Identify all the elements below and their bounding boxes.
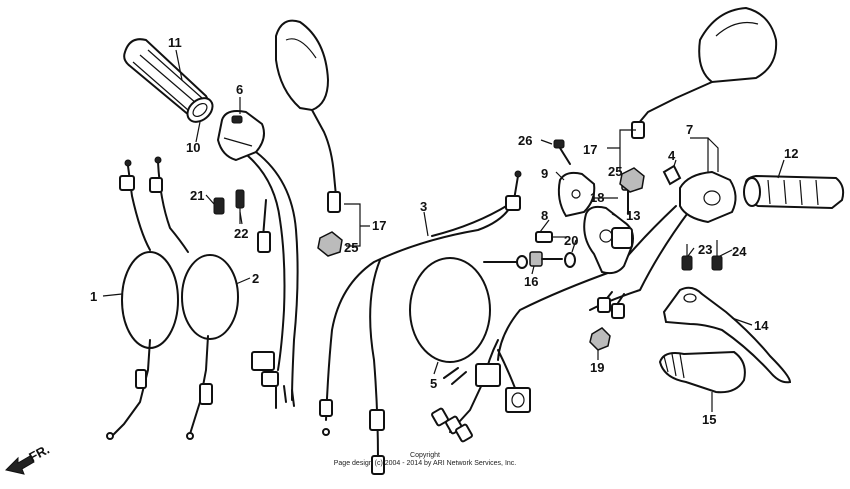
callout-8: 8	[541, 208, 548, 223]
callout-26: 26	[518, 133, 532, 148]
screw-21[interactable]	[213, 197, 225, 215]
callout-23: 23	[698, 242, 712, 257]
brake-lever[interactable]	[662, 286, 792, 384]
front-arrow-icon	[5, 455, 35, 475]
left-mirror[interactable]	[275, 19, 341, 213]
right-switch-housing[interactable]	[662, 164, 737, 224]
callout-15: 15	[702, 412, 716, 427]
brake-switch-wire	[369, 255, 528, 475]
callout-11: 11	[168, 35, 182, 50]
front-direction-indicator: FR.	[5, 442, 52, 475]
throttle-return-cable	[149, 156, 239, 440]
lever-cover[interactable]	[658, 350, 746, 394]
nut-25-left[interactable]	[317, 231, 343, 257]
callout-17-left: 17	[372, 218, 386, 233]
callout-17-right: 17	[583, 142, 597, 157]
callout-5: 5	[430, 376, 437, 391]
callout-19: 19	[590, 360, 604, 375]
callout-14: 14	[754, 318, 769, 333]
callout-9: 9	[541, 166, 548, 181]
callout-10: 10	[186, 140, 200, 155]
screw-24[interactable]	[711, 240, 723, 271]
left-switch-wiring	[247, 151, 299, 409]
callout-21: 21	[190, 188, 204, 203]
lever-bracket[interactable]	[583, 205, 634, 275]
nut-19[interactable]	[589, 327, 611, 351]
right-grip[interactable]	[743, 174, 845, 210]
copyright-text: Page design (c) 2004 - 2014 by ARI Netwo…	[333, 460, 517, 467]
callout-13: 13	[626, 208, 640, 223]
copyright-title: Copyright	[410, 452, 440, 459]
callout-4: 4	[668, 148, 676, 163]
bolt-16[interactable]	[529, 251, 563, 267]
callout-6: 6	[236, 82, 243, 97]
callout-7: 7	[686, 122, 693, 137]
clutch-cable	[319, 170, 522, 436]
left-grip[interactable]	[123, 38, 217, 126]
callout-3: 3	[420, 199, 427, 214]
callout-2: 2	[252, 271, 259, 286]
callout-22: 22	[234, 226, 248, 241]
left-switch-housing[interactable]	[216, 110, 265, 162]
right-mirror[interactable]	[631, 6, 778, 139]
callout-24: 24	[732, 244, 747, 259]
bolt-26[interactable]	[553, 139, 571, 165]
screw-23[interactable]	[681, 244, 693, 271]
right-switch-wiring	[431, 205, 691, 443]
callout-18: 18	[590, 190, 604, 205]
nut-25-right[interactable]	[619, 167, 645, 193]
callout-12: 12	[784, 146, 798, 161]
leader-lines	[102, 49, 785, 412]
callout-25-right: 25	[608, 164, 622, 179]
holder-9[interactable]	[557, 171, 596, 218]
callout-20: 20	[564, 233, 578, 248]
washer-20[interactable]	[564, 252, 576, 268]
callout-1: 1	[90, 289, 97, 304]
screw-8[interactable]	[535, 231, 566, 243]
throttle-cable	[106, 159, 179, 440]
callout-16: 16	[524, 274, 538, 289]
screw-22[interactable]	[235, 189, 245, 224]
copyright-notice: Copyright Page design (c) 2004 - 2014 by…	[300, 452, 550, 468]
callout-25-left: 25	[344, 240, 358, 255]
